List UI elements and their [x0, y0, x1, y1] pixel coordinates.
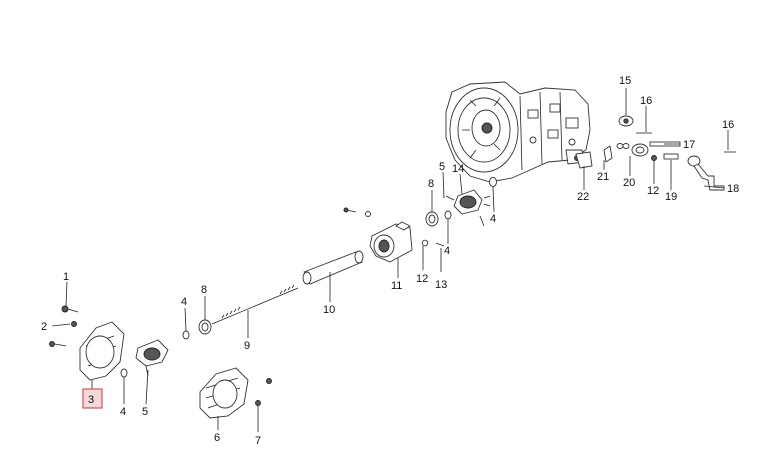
label-12-a[interactable]: 12	[416, 273, 428, 285]
shaft-tube	[302, 250, 364, 285]
label-4-a[interactable]: 4	[181, 296, 187, 308]
label-10[interactable]: 10	[323, 304, 335, 316]
label-3[interactable]: 3	[88, 394, 94, 406]
label-7[interactable]: 7	[255, 435, 261, 447]
lower-coupler	[120, 339, 169, 378]
shift-linkage-parts	[575, 115, 736, 191]
shaft-housing	[343, 207, 413, 263]
label-8-a[interactable]: 8	[201, 284, 207, 296]
label-14[interactable]: 14	[452, 163, 464, 175]
label-4-b[interactable]: 4	[120, 406, 126, 418]
highlighted-part-box[interactable]	[82, 388, 103, 409]
transmission-case	[445, 81, 591, 183]
label-1[interactable]: 1	[63, 271, 69, 283]
label-8-b[interactable]: 8	[428, 178, 434, 190]
label-4-c[interactable]: 4	[444, 245, 450, 257]
label-22[interactable]: 22	[577, 191, 589, 203]
label-18[interactable]: 18	[727, 183, 739, 195]
label-6[interactable]: 6	[214, 432, 220, 444]
label-15[interactable]: 15	[619, 75, 631, 87]
label-5-a[interactable]: 5	[439, 161, 445, 173]
left-cover-assembly	[49, 305, 125, 381]
label-21[interactable]: 21	[597, 171, 609, 183]
part-number-labels: 1 2 3 4 4 4 4 5 5 6 7 8 8 9 10 11 12 12 …	[41, 75, 739, 447]
label-13[interactable]: 13	[435, 279, 447, 291]
label-17[interactable]: 17	[683, 139, 695, 151]
label-16-a[interactable]: 16	[640, 95, 652, 107]
label-12-b[interactable]: 12	[647, 185, 659, 197]
label-20[interactable]: 20	[623, 177, 635, 189]
label-19[interactable]: 19	[665, 191, 677, 203]
label-2[interactable]: 2	[41, 321, 47, 333]
label-5-b[interactable]: 5	[142, 406, 148, 418]
label-4-d[interactable]: 4	[490, 213, 496, 225]
label-9[interactable]: 9	[244, 340, 250, 352]
middle-shaft-parts	[421, 177, 497, 247]
leader-lines	[51, 88, 729, 432]
lower-cover	[199, 367, 272, 419]
label-16-b[interactable]: 16	[722, 119, 734, 131]
label-11[interactable]: 11	[391, 280, 402, 292]
